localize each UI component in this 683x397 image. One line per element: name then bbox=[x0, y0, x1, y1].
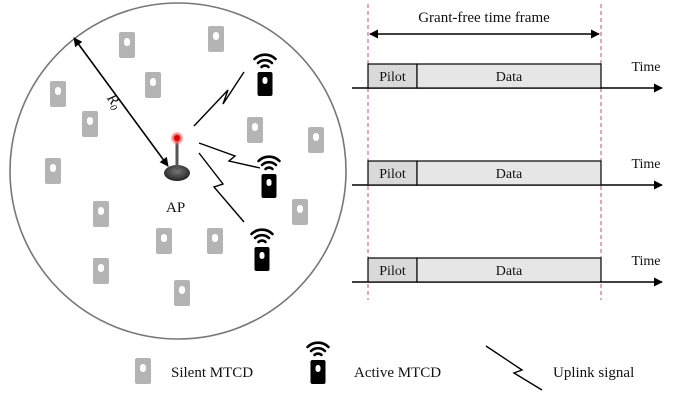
silent-mtcd-icon bbox=[156, 228, 172, 254]
silent-mtcd-group bbox=[45, 26, 324, 306]
lightning-bolt-icon bbox=[198, 152, 245, 223]
data-label: Data bbox=[496, 167, 523, 182]
silent-mtcd-icon bbox=[292, 199, 308, 225]
active-mtcd-icon bbox=[306, 341, 330, 386]
uplink-signals bbox=[193, 71, 261, 223]
legend-silent-label: Silent MTCD bbox=[171, 365, 253, 381]
pilot-label: Pilot bbox=[379, 264, 406, 279]
radius-arrow bbox=[73, 37, 169, 167]
coverage-area-circle bbox=[9, 2, 347, 340]
active-mtcd-icon bbox=[253, 53, 277, 98]
ap-label: AP bbox=[166, 200, 185, 216]
time-label: Time bbox=[631, 60, 660, 75]
silent-mtcd-icon bbox=[207, 228, 223, 254]
lightning-bolt-icon bbox=[485, 345, 543, 391]
silent-mtcd-icon bbox=[247, 117, 263, 143]
data-block bbox=[416, 160, 602, 186]
pilot-label: Pilot bbox=[379, 167, 406, 182]
data-label: Data bbox=[496, 70, 523, 85]
lightning-bolt-icon bbox=[198, 142, 261, 169]
silent-mtcd-icon bbox=[45, 158, 61, 184]
timeline-row: Pilot Data Time bbox=[352, 254, 663, 287]
access-point-icon bbox=[164, 131, 190, 181]
timeline-row: Pilot Data Time bbox=[352, 60, 663, 93]
silent-mtcd-icon bbox=[93, 258, 109, 284]
frame-label: Grant-free time frame bbox=[418, 10, 550, 26]
legend: Silent MTCD Active MTCD Uplink signal bbox=[135, 341, 634, 391]
data-block bbox=[416, 63, 602, 89]
data-label: Data bbox=[496, 264, 523, 279]
silent-mtcd-icon bbox=[174, 280, 190, 306]
pilot-block bbox=[367, 257, 418, 283]
silent-mtcd-icon bbox=[208, 26, 224, 52]
silent-mtcd-icon bbox=[50, 81, 66, 107]
legend-uplink-label: Uplink signal bbox=[553, 365, 634, 381]
time-label: Time bbox=[631, 157, 660, 172]
silent-mtcd-icon bbox=[308, 127, 324, 153]
silent-mtcd-icon bbox=[82, 111, 98, 137]
timeline-row: Pilot Data Time bbox=[352, 157, 663, 190]
data-block bbox=[416, 257, 602, 283]
silent-mtcd-icon bbox=[93, 201, 109, 227]
active-mtcd-group bbox=[250, 53, 281, 273]
silent-mtcd-icon bbox=[135, 358, 151, 384]
active-mtcd-icon bbox=[250, 228, 274, 273]
time-label: Time bbox=[631, 254, 660, 269]
active-mtcd-icon bbox=[257, 155, 281, 200]
silent-mtcd-icon bbox=[119, 32, 135, 58]
legend-active-label: Active MTCD bbox=[354, 365, 441, 381]
silent-mtcd-icon bbox=[145, 72, 161, 98]
lightning-bolt-icon bbox=[193, 71, 245, 127]
pilot-label: Pilot bbox=[379, 70, 406, 85]
pilot-block bbox=[367, 160, 418, 186]
